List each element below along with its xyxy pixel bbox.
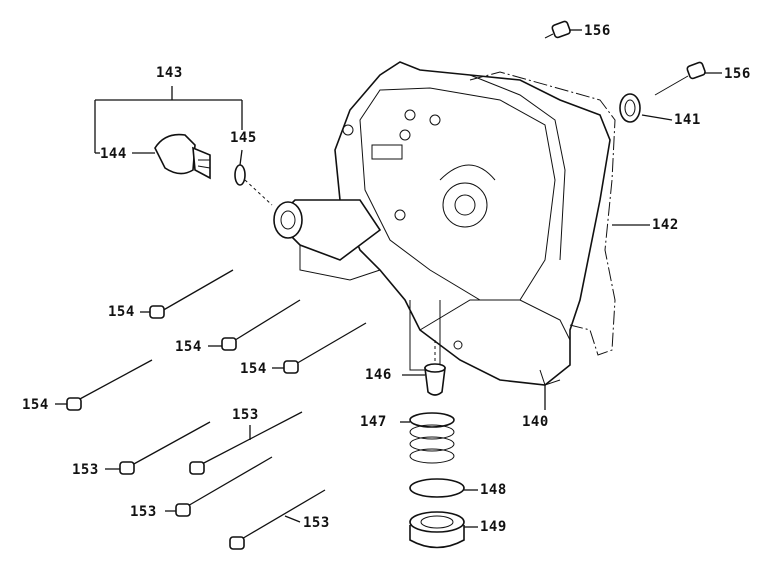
spring-147 — [400, 412, 455, 464]
callout-153-d: 153 — [303, 515, 330, 531]
screw-154-b — [208, 299, 301, 351]
callout-147: 147 — [360, 414, 387, 430]
o-ring-145 — [234, 149, 273, 206]
callout-141: 141 — [674, 112, 701, 128]
dipstick-144 — [132, 133, 211, 180]
bolts-153 — [105, 411, 326, 550]
callout-149: 149 — [480, 519, 507, 535]
bolt-153-c — [165, 456, 273, 517]
callout-154-d: 154 — [22, 397, 49, 413]
o-ring-148 — [409, 478, 478, 498]
bolt-153-b — [189, 411, 303, 475]
drain-plug-149 — [409, 511, 478, 549]
oil-seal-141 — [619, 93, 641, 123]
dowel-pin-156-right — [654, 61, 722, 96]
screws-154 — [55, 269, 367, 411]
callout-140: 140 — [522, 414, 549, 430]
screw-154-c — [272, 322, 367, 374]
strainer-146 — [402, 340, 446, 396]
callout-156-right: 156 — [724, 66, 751, 82]
callout-154-c: 154 — [240, 361, 267, 377]
callout-146: 146 — [365, 367, 392, 383]
callout-156-top: 156 — [584, 23, 611, 39]
dowel-pin-156-top — [544, 20, 582, 39]
bolt-153-a — [105, 421, 211, 475]
callout-144: 144 — [100, 146, 127, 162]
callout-153-a: 153 — [232, 407, 259, 423]
gasket-142 — [469, 71, 616, 356]
filler-neck — [273, 199, 382, 261]
callout-153-c: 153 — [130, 504, 157, 520]
bolt-153-d — [229, 489, 326, 550]
callout-154-b: 154 — [175, 339, 202, 355]
bracket-143 — [94, 86, 243, 154]
callout-143: 143 — [156, 65, 183, 81]
callout-153-b: 153 — [72, 462, 99, 478]
callout-142: 142 — [652, 217, 679, 233]
callout-154-a: 154 — [108, 304, 135, 320]
callout-148: 148 — [480, 482, 507, 498]
callout-145: 145 — [230, 130, 257, 146]
screw-154-d — [55, 359, 153, 411]
screw-154-a — [140, 269, 234, 319]
